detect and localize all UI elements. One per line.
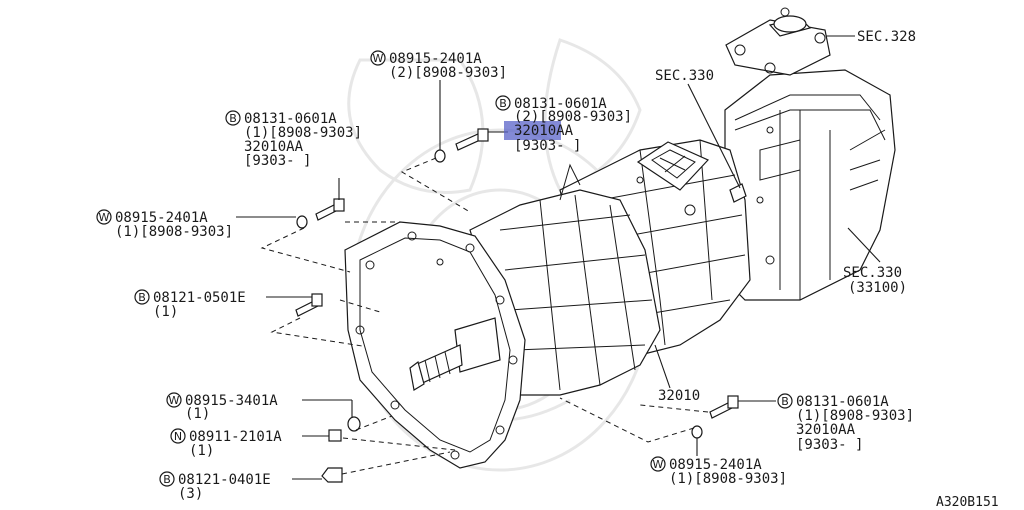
badge-w-bottom: W bbox=[650, 456, 666, 472]
label-main-part: 32010 bbox=[658, 388, 700, 404]
highlight-box bbox=[504, 121, 561, 140]
svg-text:B: B bbox=[781, 395, 789, 408]
part-number-w-top: 08915-2401A bbox=[389, 51, 482, 67]
range-b-right: [9303- ] bbox=[796, 437, 863, 453]
badge-w-top: W bbox=[370, 50, 386, 66]
fasteners bbox=[295, 128, 747, 483]
nut-2101 bbox=[328, 429, 342, 442]
part-number-w-3401: 08915-3401A bbox=[185, 393, 278, 409]
bolt-sec330 bbox=[729, 183, 747, 203]
qty-b-0501: (1) bbox=[153, 304, 178, 320]
part-number-b-0401: 08121-0401E bbox=[178, 472, 271, 488]
qty-w-3401: (1) bbox=[185, 406, 210, 422]
badge-n-2101: N bbox=[170, 428, 186, 444]
qty-b-mid: (2)[8908-9303] bbox=[514, 109, 632, 125]
svg-text:B: B bbox=[138, 291, 146, 304]
badge-b-0501: B bbox=[134, 289, 150, 305]
label-sec328: SEC.328 bbox=[857, 29, 916, 45]
bolt-head-right bbox=[727, 395, 739, 409]
bolt-head-0501 bbox=[311, 293, 323, 307]
label-sec330-right: SEC.330 bbox=[843, 265, 902, 281]
qty-b-right: (1)[8908-9303] bbox=[796, 408, 914, 424]
part-number-b-0501: 08121-0501E bbox=[153, 290, 246, 306]
part-number-b-right: 08131-0601A bbox=[796, 394, 889, 410]
washer-top bbox=[434, 149, 446, 163]
svg-text:W: W bbox=[373, 52, 384, 65]
svg-text:B: B bbox=[499, 97, 507, 110]
part-number-n-2101: 08911-2101A bbox=[189, 429, 282, 445]
qty-w-top: (2)[8908-9303] bbox=[389, 65, 507, 81]
label-sec330-right-sub: (33100) bbox=[848, 280, 907, 296]
svg-text:B: B bbox=[229, 112, 237, 125]
svg-text:W: W bbox=[99, 211, 110, 224]
bolt-head-left bbox=[333, 198, 345, 212]
part-number-b-mid: 08131-0601A bbox=[514, 96, 607, 112]
washer-left bbox=[296, 215, 308, 229]
badge-w-left: W bbox=[96, 209, 112, 225]
part-number-w-bottom: 08915-2401A bbox=[669, 457, 762, 473]
qty-w-bottom: (1)[8908-9303] bbox=[669, 471, 787, 487]
svg-text:B: B bbox=[163, 473, 171, 486]
svg-text:W: W bbox=[653, 458, 664, 471]
part-number-w-left: 08915-2401A bbox=[115, 210, 208, 226]
alt-b-right: 32010AA bbox=[796, 422, 856, 438]
badge-b-right: B bbox=[777, 393, 793, 409]
qty-n-2101: (1) bbox=[189, 443, 214, 459]
qty-b-left: (1)[8908-9303] bbox=[244, 125, 362, 141]
qty-w-left: (1)[8908-9303] bbox=[115, 224, 233, 240]
bolt-head-top bbox=[477, 128, 489, 142]
svg-text:W: W bbox=[169, 394, 180, 407]
figure-id: A320B151 bbox=[936, 495, 999, 510]
leader-lines bbox=[236, 35, 881, 480]
label-sec330-top: SEC.330 bbox=[655, 68, 714, 84]
qty-b-0401: (3) bbox=[178, 486, 203, 502]
badge-w-3401: W bbox=[166, 392, 182, 408]
badge-b-0401: B bbox=[159, 471, 175, 487]
alt-b-left: 32010AA bbox=[244, 139, 304, 155]
bolt-0401 bbox=[321, 467, 343, 483]
badge-b-mid: B bbox=[495, 95, 511, 111]
alt-b-mid: 32010AA bbox=[514, 123, 574, 139]
range-b-mid: [9303- ] bbox=[514, 138, 581, 154]
badge-b-left: B bbox=[225, 110, 241, 126]
transmission-assembly bbox=[344, 7, 896, 469]
range-b-left: [9303- ] bbox=[244, 153, 311, 169]
washer-3401 bbox=[347, 416, 361, 432]
svg-text:N: N bbox=[174, 430, 182, 443]
part-number-b-left: 08131-0601A bbox=[244, 111, 337, 127]
